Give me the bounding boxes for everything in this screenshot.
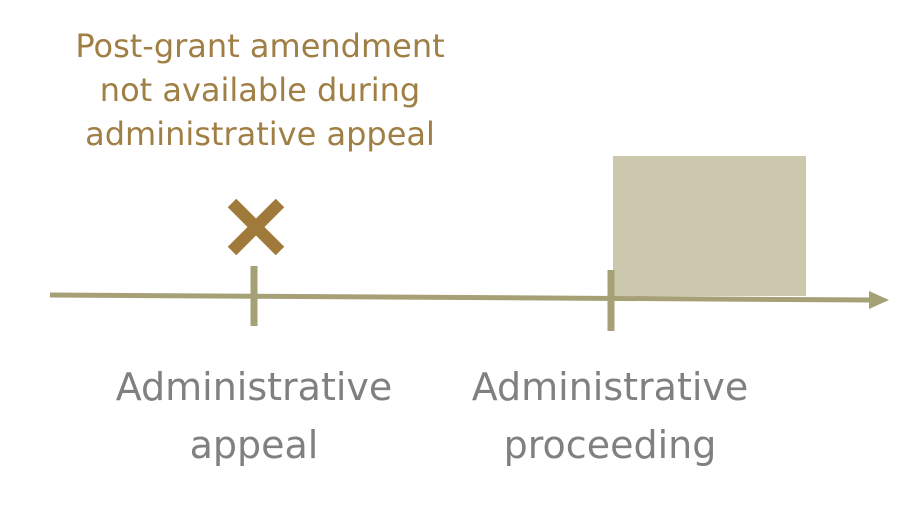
appeal-label-line-2: appeal [189, 423, 319, 467]
amendment-note-line-1: Post-grant amendment [75, 27, 445, 65]
appeal-label-line-1: Administrative [115, 365, 393, 409]
appeal-label: Administrative appeal [84, 358, 424, 474]
proceeding-label-line-1: Administrative [471, 365, 749, 409]
timeline-arrowhead [869, 291, 889, 309]
amendment-note: Post-grant amendment not available durin… [30, 24, 490, 156]
proceeding-label: Administrative proceeding [440, 358, 780, 474]
proceeding-label-line-2: proceeding [503, 423, 717, 467]
cross-icon [227, 198, 285, 256]
amendment-note-line-3: administrative appeal [85, 115, 435, 153]
amendment-note-line-2: not available during [99, 71, 421, 109]
proceeding-period-box [613, 156, 806, 296]
timeline-axis [49, 292, 873, 303]
